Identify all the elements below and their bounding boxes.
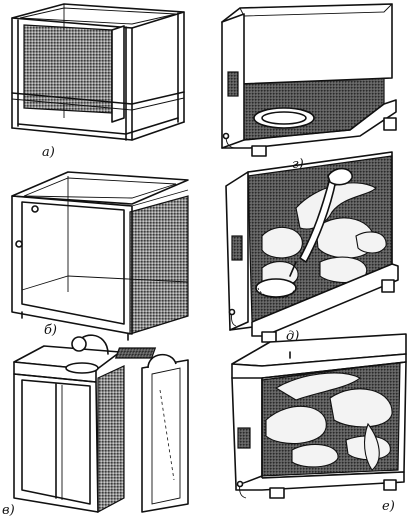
- door-knob-icon: [15, 240, 23, 248]
- label-v: в): [2, 503, 15, 518]
- terrarium-a-top-frame: [11, 3, 185, 29]
- rock: [265, 405, 327, 445]
- terrarium-e: е): [114, 333, 407, 514]
- terrarium-d: д): [225, 151, 399, 344]
- terrarium-v: в): [2, 334, 189, 518]
- driftwood: [363, 422, 380, 471]
- panel-lamp-hood: [147, 353, 177, 369]
- lamp-icon: [71, 336, 87, 352]
- driftwood: [355, 231, 387, 254]
- terrarium-v-front: [13, 373, 99, 513]
- hand-icon: [327, 167, 353, 186]
- label-e: е): [382, 499, 395, 514]
- label-b: б): [44, 323, 57, 338]
- terrarium-b: б): [11, 171, 189, 341]
- label-a: а): [42, 145, 55, 160]
- terrarium-e-vent: [237, 427, 251, 449]
- terrarium-a-back-mesh: [23, 24, 113, 114]
- terrarium-d-vent: [231, 235, 243, 261]
- terrarium-b-side-mesh: [129, 195, 189, 335]
- terrarium-v-side-mesh: [97, 365, 125, 514]
- rock: [261, 226, 303, 259]
- terrarium-a: а): [11, 3, 185, 160]
- terrarium-a-sliding-panel: [111, 25, 125, 123]
- lid-vent-icon: [114, 347, 157, 359]
- lamp-base: [65, 362, 99, 374]
- terrarium-b-top: [11, 171, 189, 205]
- terrarium-g-vent: [227, 71, 239, 97]
- heater-ring-icon: [255, 278, 297, 298]
- rock: [329, 388, 393, 428]
- terrarium-v-removed-panel: [141, 359, 189, 513]
- driftwood: [274, 372, 361, 401]
- terrarium-e-side: [231, 363, 263, 487]
- terrarium-g: г): [221, 3, 397, 172]
- rock: [291, 443, 339, 468]
- door-hinge-icon: [31, 205, 39, 213]
- terrarium-b-front-door: [11, 195, 133, 335]
